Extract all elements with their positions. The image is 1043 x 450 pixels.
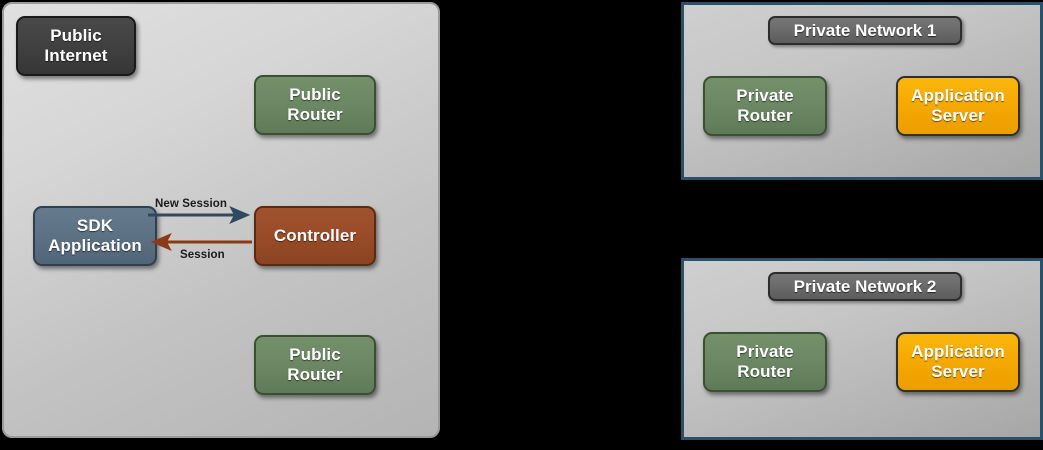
node-application-server-2[interactable]: Application Server	[896, 332, 1020, 392]
node-private-router-1-label: Private Router	[736, 85, 794, 125]
node-public-router-top[interactable]: Public Router	[254, 75, 376, 135]
node-sdk-application[interactable]: SDK Application	[33, 206, 157, 266]
arrow-label-new-session: New Session	[155, 198, 228, 210]
node-application-server-1-label: Application Server	[911, 85, 1005, 125]
node-public-internet-label: Public Internet	[44, 25, 108, 65]
private-network-2-title-badge: Private Network 2	[768, 272, 962, 301]
node-public-internet[interactable]: Public Internet	[16, 16, 136, 76]
node-controller[interactable]: Controller	[254, 206, 376, 266]
node-application-server-2-label: Application Server	[911, 341, 1005, 381]
private-network-1-title-badge: Private Network 1	[768, 16, 962, 45]
node-private-router-1[interactable]: Private Router	[703, 76, 827, 136]
arrow-label-session: Session	[180, 249, 225, 261]
session-flow-arrows	[148, 206, 252, 251]
node-public-router-bottom-label: Public Router	[287, 344, 343, 384]
node-private-router-2[interactable]: Private Router	[703, 332, 827, 392]
public-cloud-panel: Public Internet Public Router SDK Applic…	[2, 2, 440, 438]
node-private-router-2-label: Private Router	[736, 341, 794, 381]
private-network-2-panel: Private Network 2 Private Router Applica…	[681, 258, 1043, 440]
node-application-server-1[interactable]: Application Server	[896, 76, 1020, 136]
node-sdk-application-label: SDK Application	[48, 215, 142, 255]
node-controller-label: Controller	[273, 225, 357, 245]
private-network-1-panel: Private Network 1 Private Router Applica…	[681, 2, 1043, 180]
node-public-router-bottom[interactable]: Public Router	[254, 335, 376, 395]
node-public-router-top-label: Public Router	[287, 84, 343, 124]
